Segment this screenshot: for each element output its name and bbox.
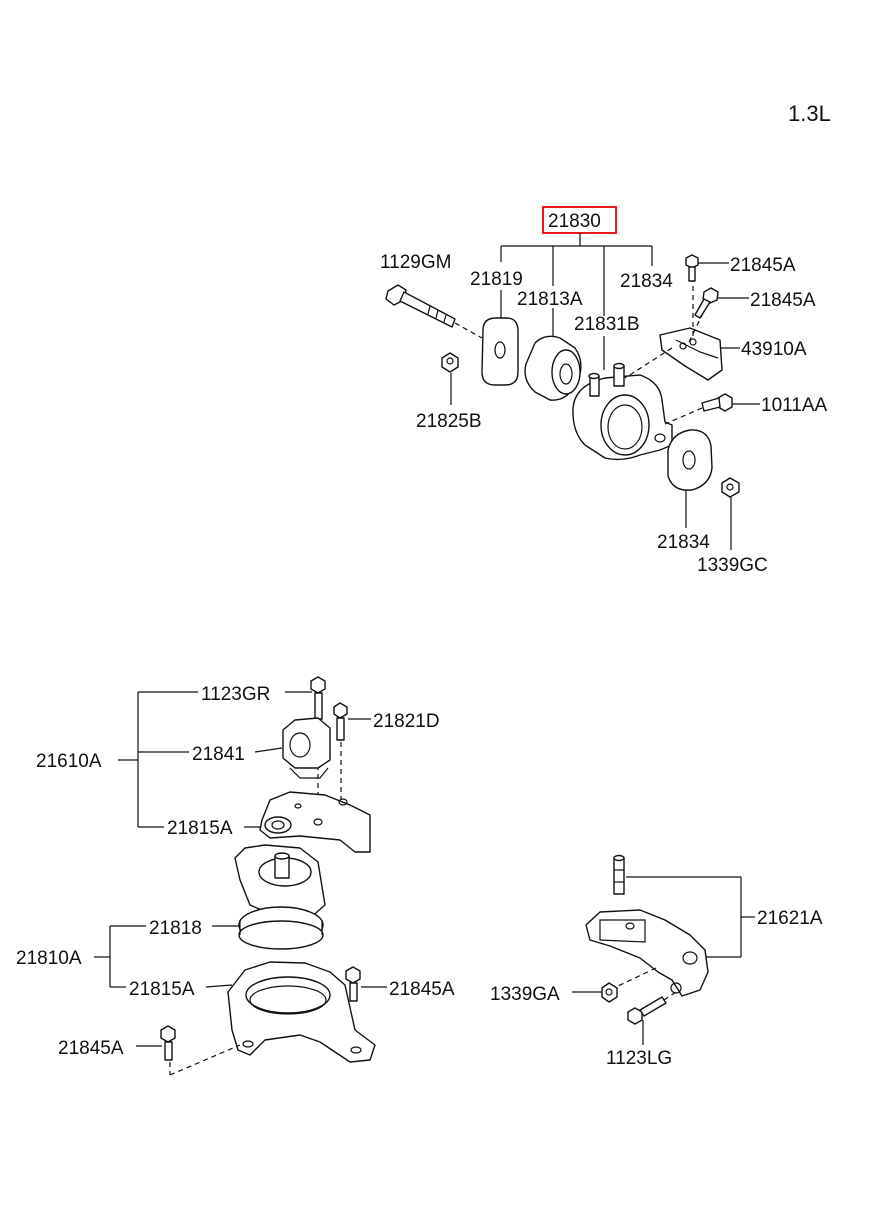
part-label-21834-top[interactable]: 21834 — [620, 271, 673, 292]
part-label-21610A[interactable]: 21610A — [36, 751, 102, 772]
part-label-1011AA[interactable]: 1011AA — [761, 395, 828, 416]
part-label-21821D[interactable]: 21821D — [373, 711, 440, 732]
assembly-21830: 21830 1129GM 21819 21813A 21834 21845A 2… — [380, 206, 828, 576]
part-label-21818[interactable]: 21818 — [149, 918, 202, 939]
part-label-21815A-2[interactable]: 21815A — [129, 979, 195, 1000]
leader-lines-top — [450, 262, 760, 550]
mount-21818-icon — [234, 844, 326, 950]
part-label-21834-bottom[interactable]: 21834 — [657, 532, 710, 553]
bolt-21845A-1-icon — [685, 254, 699, 282]
mount-body-21831B-icon — [572, 362, 673, 461]
bolt-1123LG-icon — [627, 991, 677, 1025]
bolt-21845A-4-icon — [160, 1025, 241, 1076]
part-label-1123LG[interactable]: 1123LG — [606, 1048, 672, 1069]
bracket-lines-21810A — [94, 925, 387, 1047]
bolt-21845A-3-icon — [345, 966, 361, 1002]
washer-plate-21834-icon — [667, 429, 713, 491]
part-label-21819[interactable]: 21819 — [470, 269, 523, 290]
bracket-21815A-1-icon — [259, 791, 371, 853]
part-label-21621A[interactable]: 21621A — [757, 908, 823, 929]
insulator-21841-icon — [282, 717, 331, 779]
bolt-21821D-icon — [333, 702, 348, 800]
part-label-21841[interactable]: 21841 — [192, 744, 245, 765]
part-label-21813A[interactable]: 21813A — [517, 289, 583, 310]
assembly-21810A: 21810A 21818 21815A 21845A 21845A — [16, 844, 455, 1076]
bolt-1129GM-icon — [385, 284, 483, 339]
bracket-21815A-2-icon — [227, 961, 376, 1063]
part-label-21810A[interactable]: 21810A — [16, 948, 82, 969]
bolt-21621A-icon — [613, 854, 625, 895]
part-label-21845A-2[interactable]: 21845A — [750, 290, 816, 311]
engine-variant-label: 1.3L — [788, 101, 831, 126]
washer-plate-21819-icon — [481, 317, 519, 386]
part-label-1339GC[interactable]: 1339GC — [697, 555, 768, 576]
nut-1339GA-icon — [601, 982, 618, 1003]
bushing-21813A-icon — [524, 335, 582, 401]
part-label-1123GR[interactable]: 1123GR — [201, 684, 270, 705]
bracket-21621A-icon — [585, 909, 709, 997]
part-label-21845A-4[interactable]: 21845A — [58, 1038, 124, 1059]
part-label-21830[interactable]: 21830 — [548, 211, 601, 232]
bolt-21845A-2-icon — [694, 287, 719, 319]
part-label-21825B[interactable]: 21825B — [416, 411, 482, 432]
part-label-1339GA[interactable]: 1339GA — [490, 984, 560, 1005]
part-label-21845A-1[interactable]: 21845A — [730, 255, 796, 276]
bracket-lines-21621A — [572, 876, 755, 1045]
part-label-21815A-1[interactable]: 21815A — [167, 818, 233, 839]
nut-21825B-icon — [441, 352, 459, 373]
assembly-21621A: 21621A 1339GA 1123LG — [490, 854, 823, 1069]
part-label-43910A[interactable]: 43910A — [741, 339, 807, 360]
assembly-21610A: 21610A 1123GR 21821D 21841 21815A — [36, 676, 440, 853]
nut-1339GC-icon — [721, 477, 740, 498]
part-label-21831B[interactable]: 21831B — [574, 314, 640, 335]
bracket-43910A-icon — [624, 277, 723, 381]
bolt-1011AA-icon — [664, 393, 733, 425]
part-label-21845A-3[interactable]: 21845A — [389, 979, 455, 1000]
bracket-lines-21830 — [500, 233, 653, 370]
part-label-1129GM[interactable]: 1129GM — [380, 252, 451, 273]
